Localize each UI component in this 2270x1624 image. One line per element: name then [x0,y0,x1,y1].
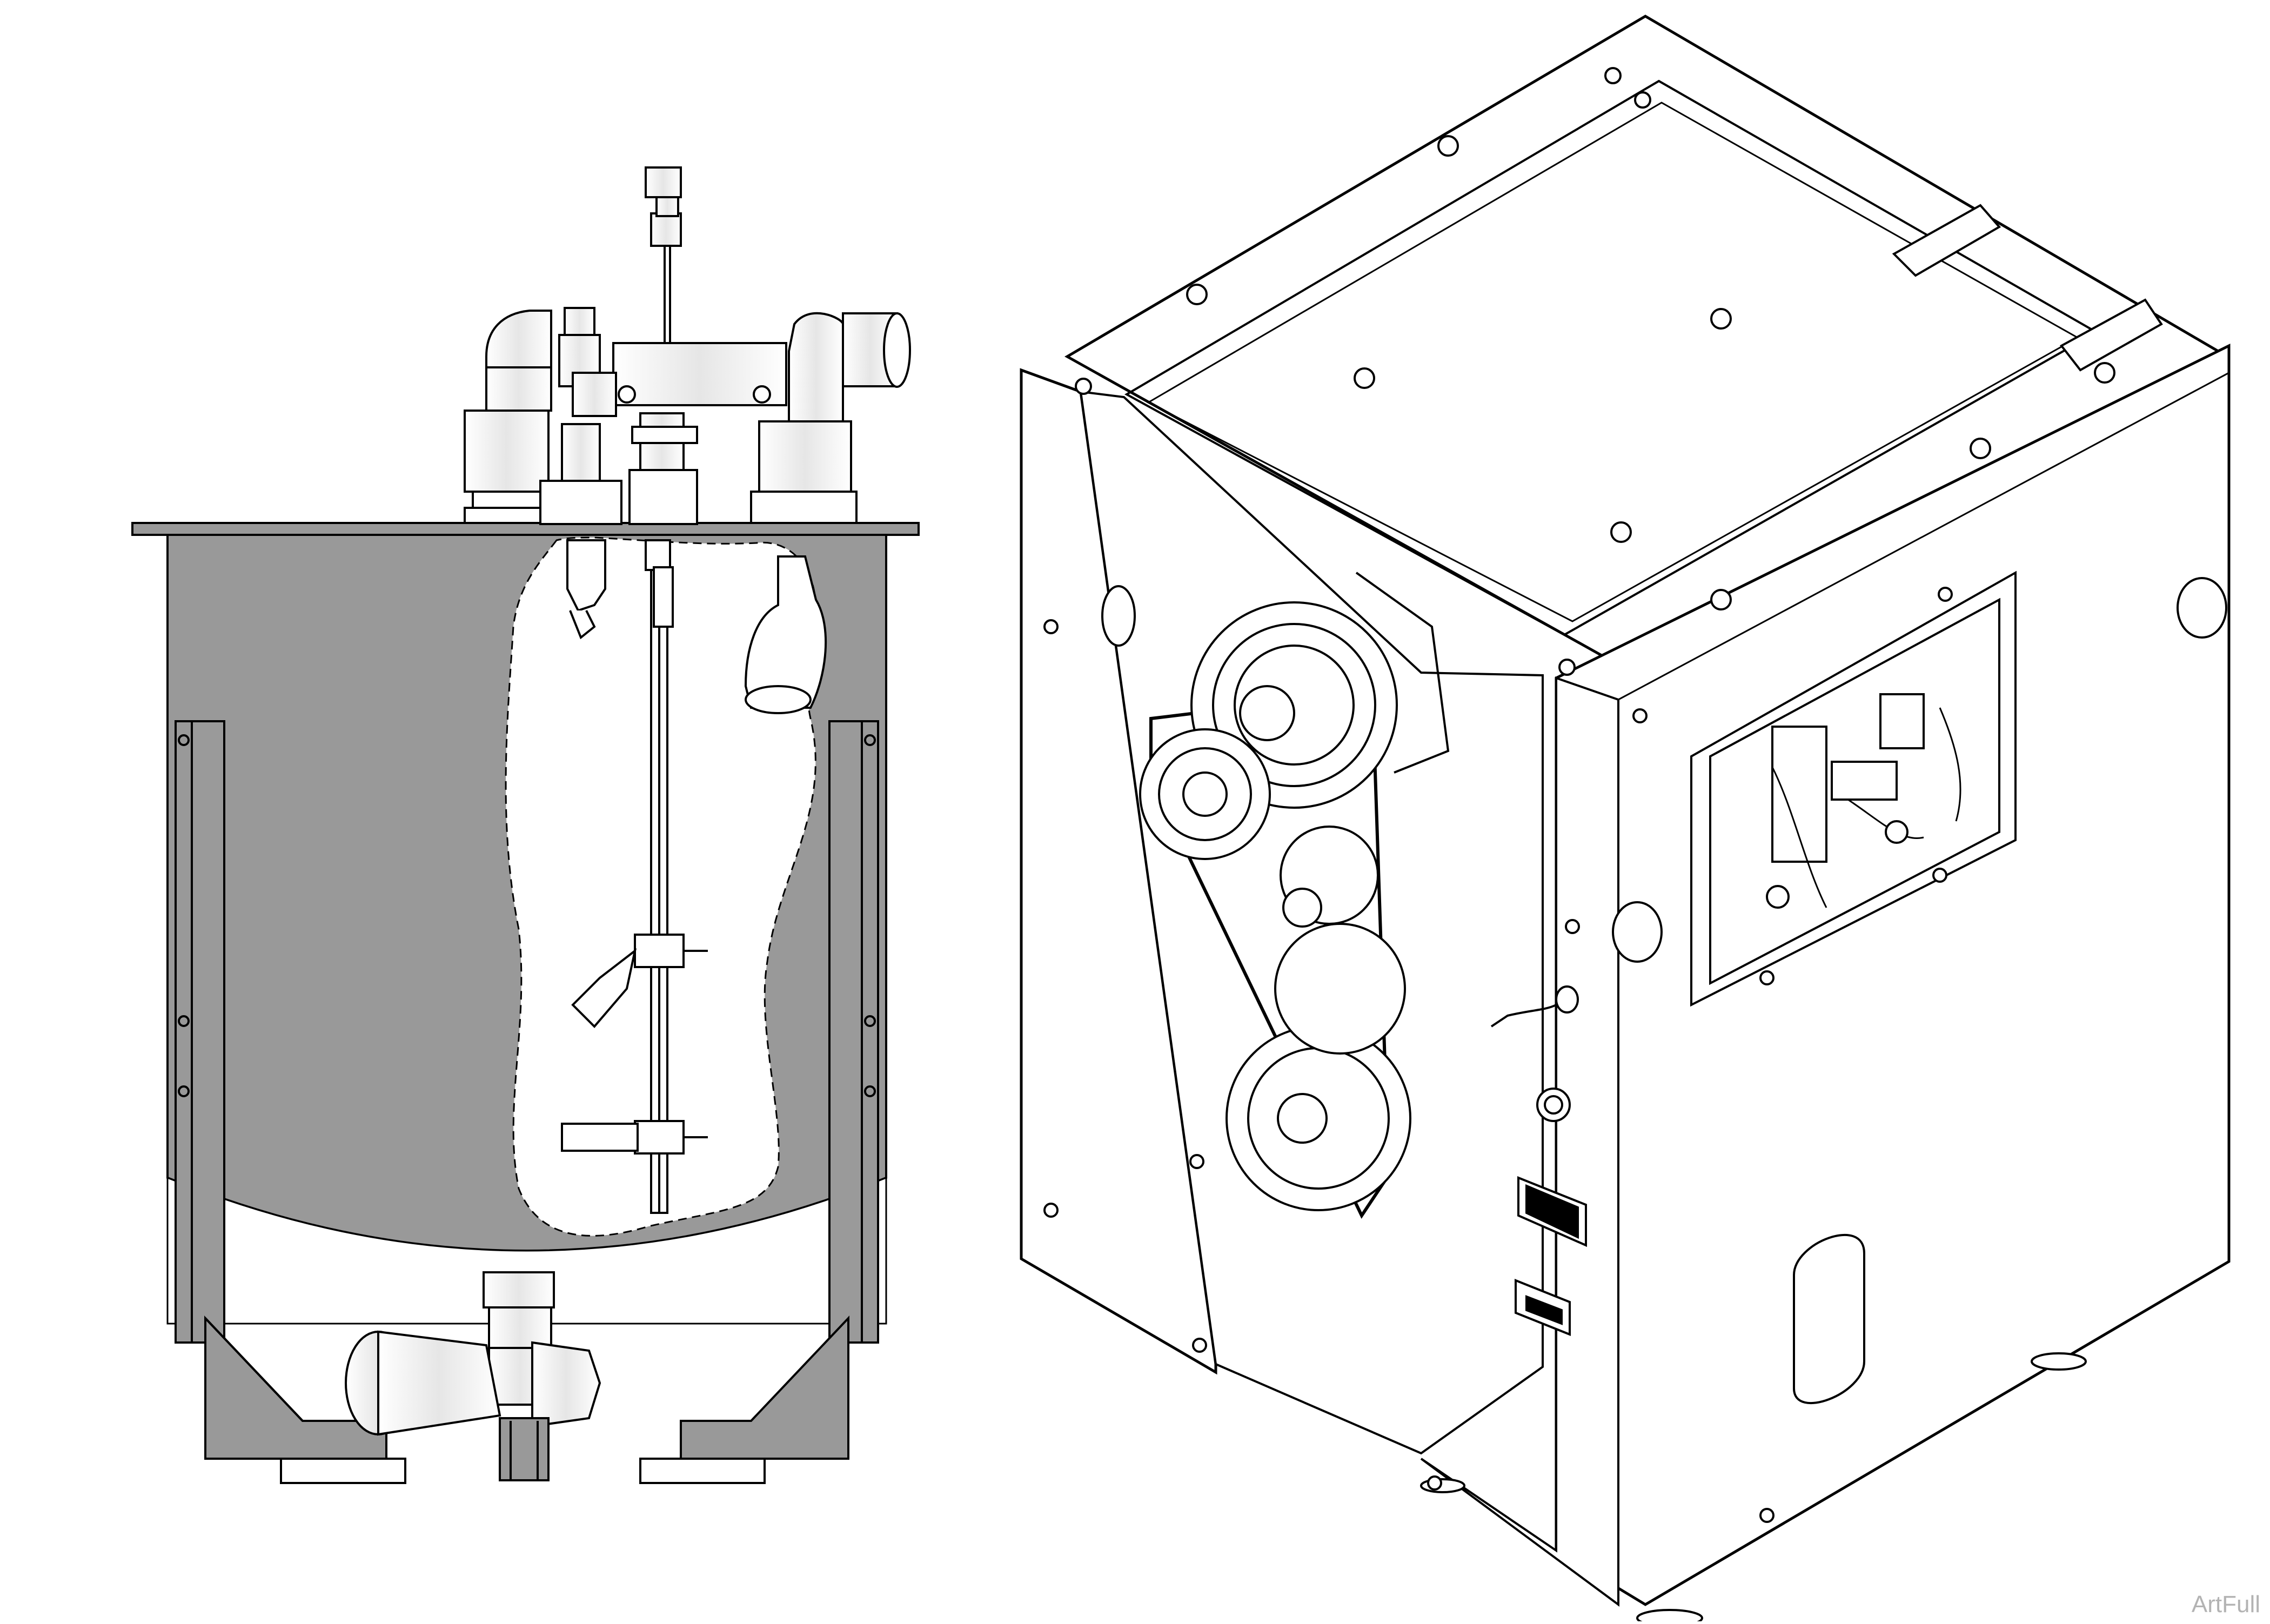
tank-bottom-skirt [166,1176,887,1325]
belt-drive [1139,572,1450,1219]
left-support-leg [175,720,406,1484]
right-support-leg [639,720,879,1484]
electrical-compartment [1690,571,2017,1007]
power-switch[interactable]: OFF ON [1517,1176,1587,1247]
lid-bolts [1075,67,2115,676]
power-connector [1490,985,1579,1122]
internal-elbow [744,555,827,709]
top-fittings [464,166,911,525]
side-port [1612,901,1663,963]
panel-rivets [1043,587,1953,1523]
cabinet-inner-column [1420,676,1619,1607]
cabinet-foot [2031,1352,2087,1371]
handle-cutout [1793,1233,1865,1404]
side-port [2177,577,2227,639]
lid-hinge-tab [1892,204,2001,277]
breaker-indicator [1515,1279,1571,1336]
switch-off-label: OFF [1530,1202,1546,1211]
cabinet-foot [1636,1609,1703,1624]
lid-hinge-tab [2059,298,2163,372]
tank-cutaway-view [131,166,920,1484]
inlet-nozzle [566,539,606,612]
level-probe-assembly [561,539,708,1214]
cabinet-isometric-view: OFF ON [1020,15,2231,1624]
artist-credit: ArtFull [2191,1591,2260,1618]
bottom-drain-fitting [345,1271,601,1481]
switch-on-label: ON [1555,1215,1568,1224]
cabinet-left-side [1020,368,1217,1375]
tank-cover-plate [131,522,920,536]
side-port [1101,585,1136,647]
